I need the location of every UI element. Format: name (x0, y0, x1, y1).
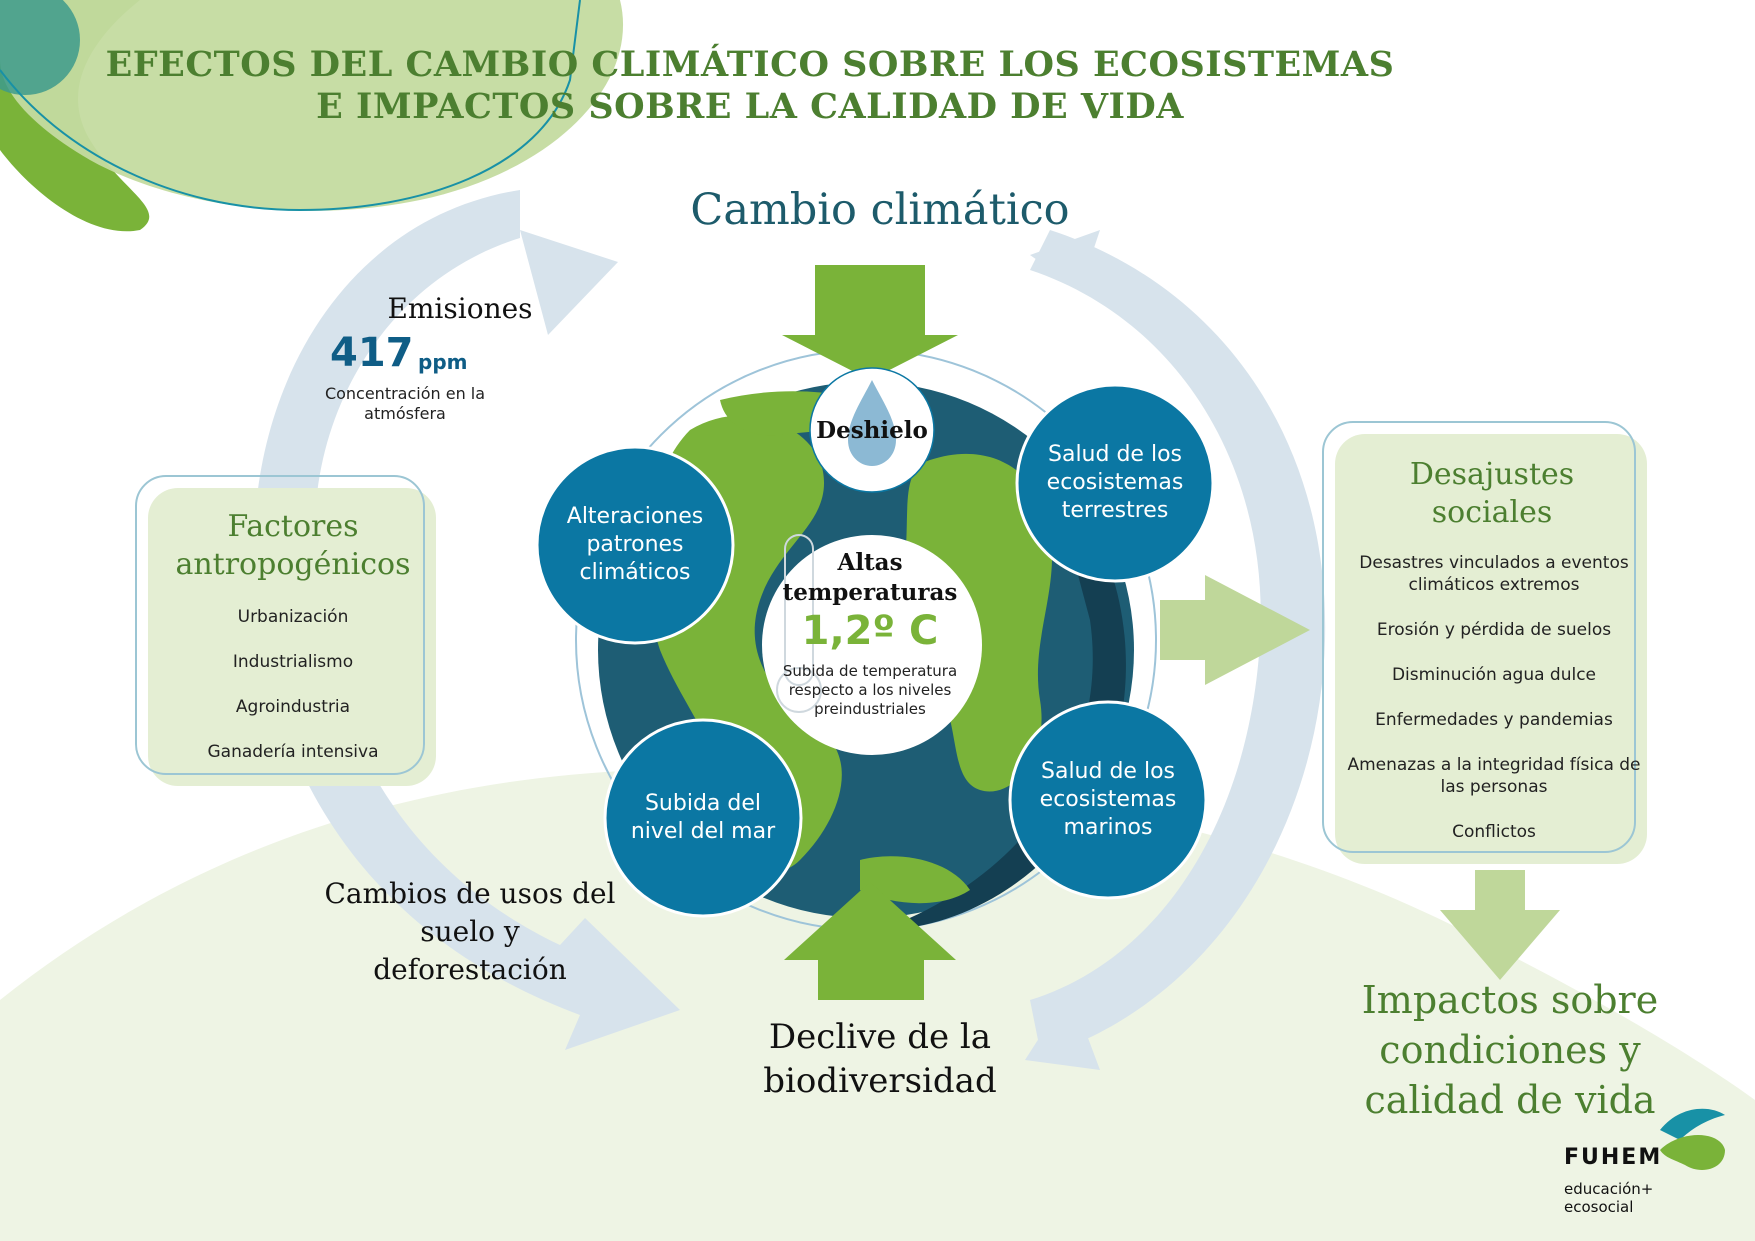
cycle-arrow-left-head (520, 230, 618, 335)
factores-item: Agroindustria (235, 697, 351, 717)
circle-mar-text: Subida del nivel del mar (630, 791, 776, 844)
impactos-heading: Impactos sobre condiciones y calidad de … (1361, 978, 1659, 1122)
desajustes-item: Amenazas a la integridad física de las p… (1347, 755, 1641, 797)
circle-mar (603, 718, 803, 918)
land-south (860, 856, 970, 904)
center-value: 1,2º C (801, 608, 939, 654)
decor-curve-line (0, 0, 581, 212)
center-circle (762, 535, 982, 755)
factores-box (135, 475, 425, 775)
desajustes-item: Enfermedades y pandemias (1375, 710, 1613, 730)
factores-item: Ganadería intensiva (207, 742, 379, 762)
main-title-line1: EFECTOS DEL CAMBIO CLIMÁTICO SOBRE LOS E… (105, 44, 1395, 85)
factores-title: Factores antropogénicos (175, 509, 411, 582)
arrow-down-impactos (1440, 870, 1560, 980)
logo-mark-blue (1660, 1108, 1725, 1140)
logo-name: FUHEM (1564, 1145, 1663, 1170)
thermometer-bulb (776, 667, 822, 713)
desajustes-box-shadow (1335, 434, 1647, 864)
arrow-down-top (782, 265, 958, 380)
center-note: Subida de temperatura respecto a los niv… (782, 662, 958, 718)
logo-subtitle: educación+ ecosocial (1564, 1180, 1654, 1216)
decor-circle-teal (0, 0, 80, 95)
cycle-arrow-right (1030, 230, 1326, 1060)
deshielo-label: Deshielo (816, 417, 928, 444)
emisiones-note: Concentración en la atmósfera (324, 384, 486, 423)
cycle-arrow-right-top (1030, 230, 1100, 290)
emisiones-label: Emisiones (387, 292, 533, 325)
cycle-arrow-left (254, 190, 680, 1050)
desajustes-title: Desajustes sociales (1409, 457, 1575, 530)
factores-item: Industrialismo (232, 652, 354, 672)
arrow-up-bottom (784, 882, 956, 1000)
circle-marinos (1008, 700, 1208, 900)
circle-marinos-text: Salud de los ecosistemas marinos (1039, 759, 1177, 840)
factores-item: Urbanización (237, 607, 349, 627)
factores-box-shadow (148, 488, 436, 786)
arrow-right-social (1160, 575, 1310, 685)
decor-blob-light (0, 0, 624, 211)
circle-alteraciones-text: Alteraciones patrones climáticos (566, 504, 704, 585)
center-title: Altas temperaturas (782, 549, 958, 606)
cycle-arrow-right-head (1025, 990, 1100, 1070)
thermometer-icon (784, 534, 814, 686)
circle-terrestres (1015, 383, 1215, 583)
desajustes-box (1322, 421, 1636, 853)
emisiones-value: 417 (330, 330, 414, 376)
cambios-suelo-label: Cambios de usos del suelo y deforestació… (324, 877, 616, 986)
circle-terrestres-text: Salud de los ecosistemas terrestres (1046, 442, 1184, 523)
cambio-climatico-heading: Cambio climático (690, 185, 1070, 235)
circle-alteraciones (535, 445, 735, 645)
desajustes-item: Erosión y pérdida de suelos (1376, 620, 1612, 640)
declive-heading: Declive de la biodiversidad (763, 1017, 997, 1101)
desajustes-item: Disminución agua dulce (1391, 665, 1597, 685)
water-drop-icon (848, 380, 896, 466)
logo-mark-green (1660, 1135, 1725, 1170)
desajustes-item: Desastres vinculados a eventos climático… (1359, 553, 1629, 595)
desajustes-item: Conflictos (1452, 822, 1536, 842)
emisiones-unit: ppm (418, 350, 468, 374)
main-title-line2: E IMPACTOS SOBRE LA CALIDAD DE VIDA (316, 86, 1184, 127)
